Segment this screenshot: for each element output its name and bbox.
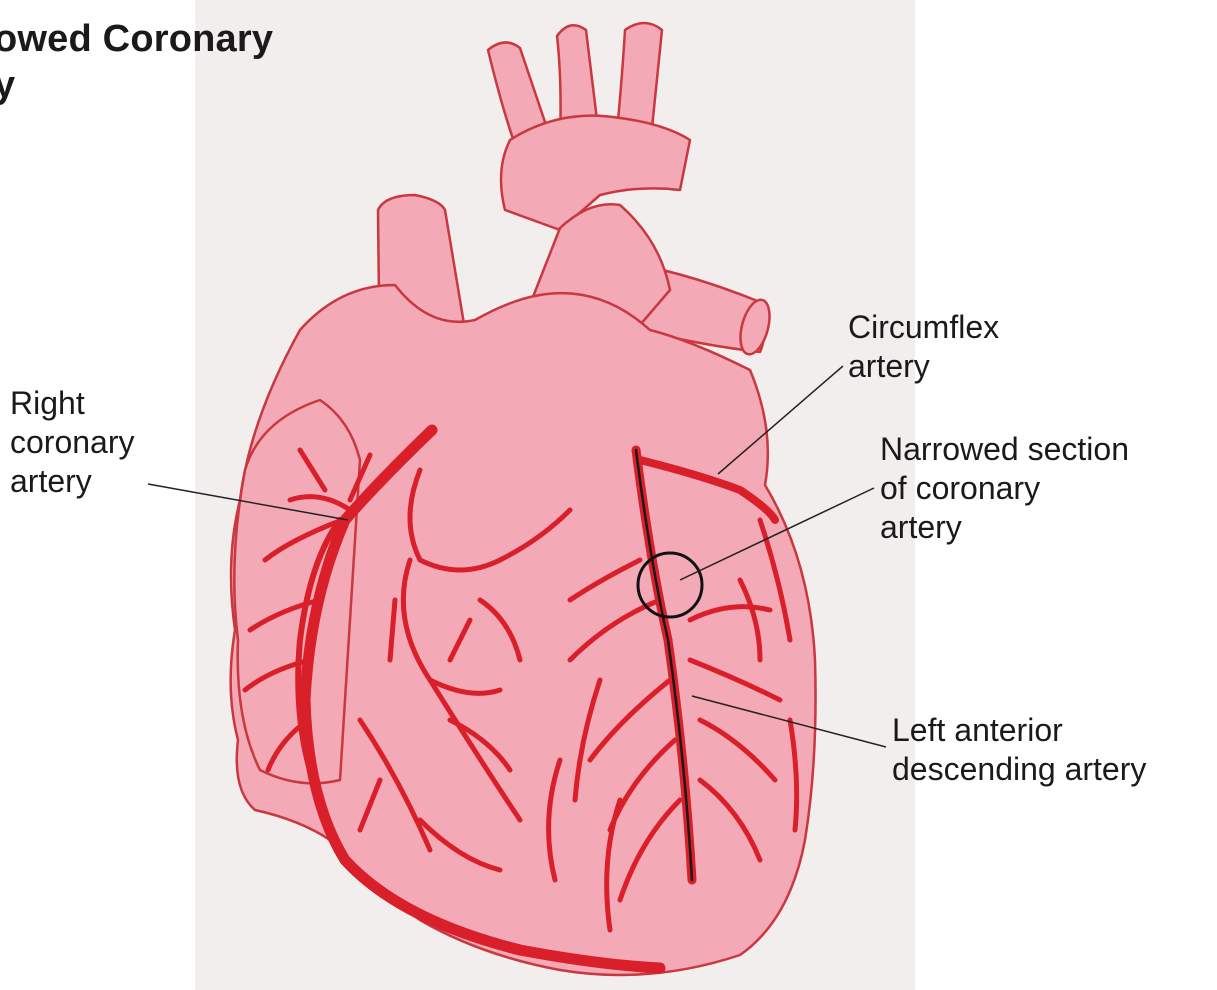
title-line-2: y (0, 62, 354, 108)
diagram-title: owed Coronary y (0, 16, 354, 109)
title-line-1: owed Coronary (0, 16, 354, 62)
label-line: Narrowed section (880, 430, 1129, 469)
label-circumflex-artery: Circumflex artery (848, 308, 999, 386)
label-line: artery (880, 508, 1129, 547)
label-line: Circumflex (848, 308, 999, 347)
label-line: artery (848, 347, 999, 386)
label-line: descending artery (892, 750, 1146, 789)
label-line: of coronary (880, 469, 1129, 508)
label-line: Right (10, 384, 135, 423)
label-line: coronary (10, 423, 135, 462)
label-line: Left anterior (892, 711, 1146, 750)
label-left-anterior-descending-artery: Left anterior descending artery (892, 711, 1146, 789)
label-right-coronary-artery: Right coronary artery (10, 384, 135, 501)
label-narrowed-section: Narrowed section of coronary artery (880, 430, 1129, 547)
label-line: artery (10, 462, 135, 501)
